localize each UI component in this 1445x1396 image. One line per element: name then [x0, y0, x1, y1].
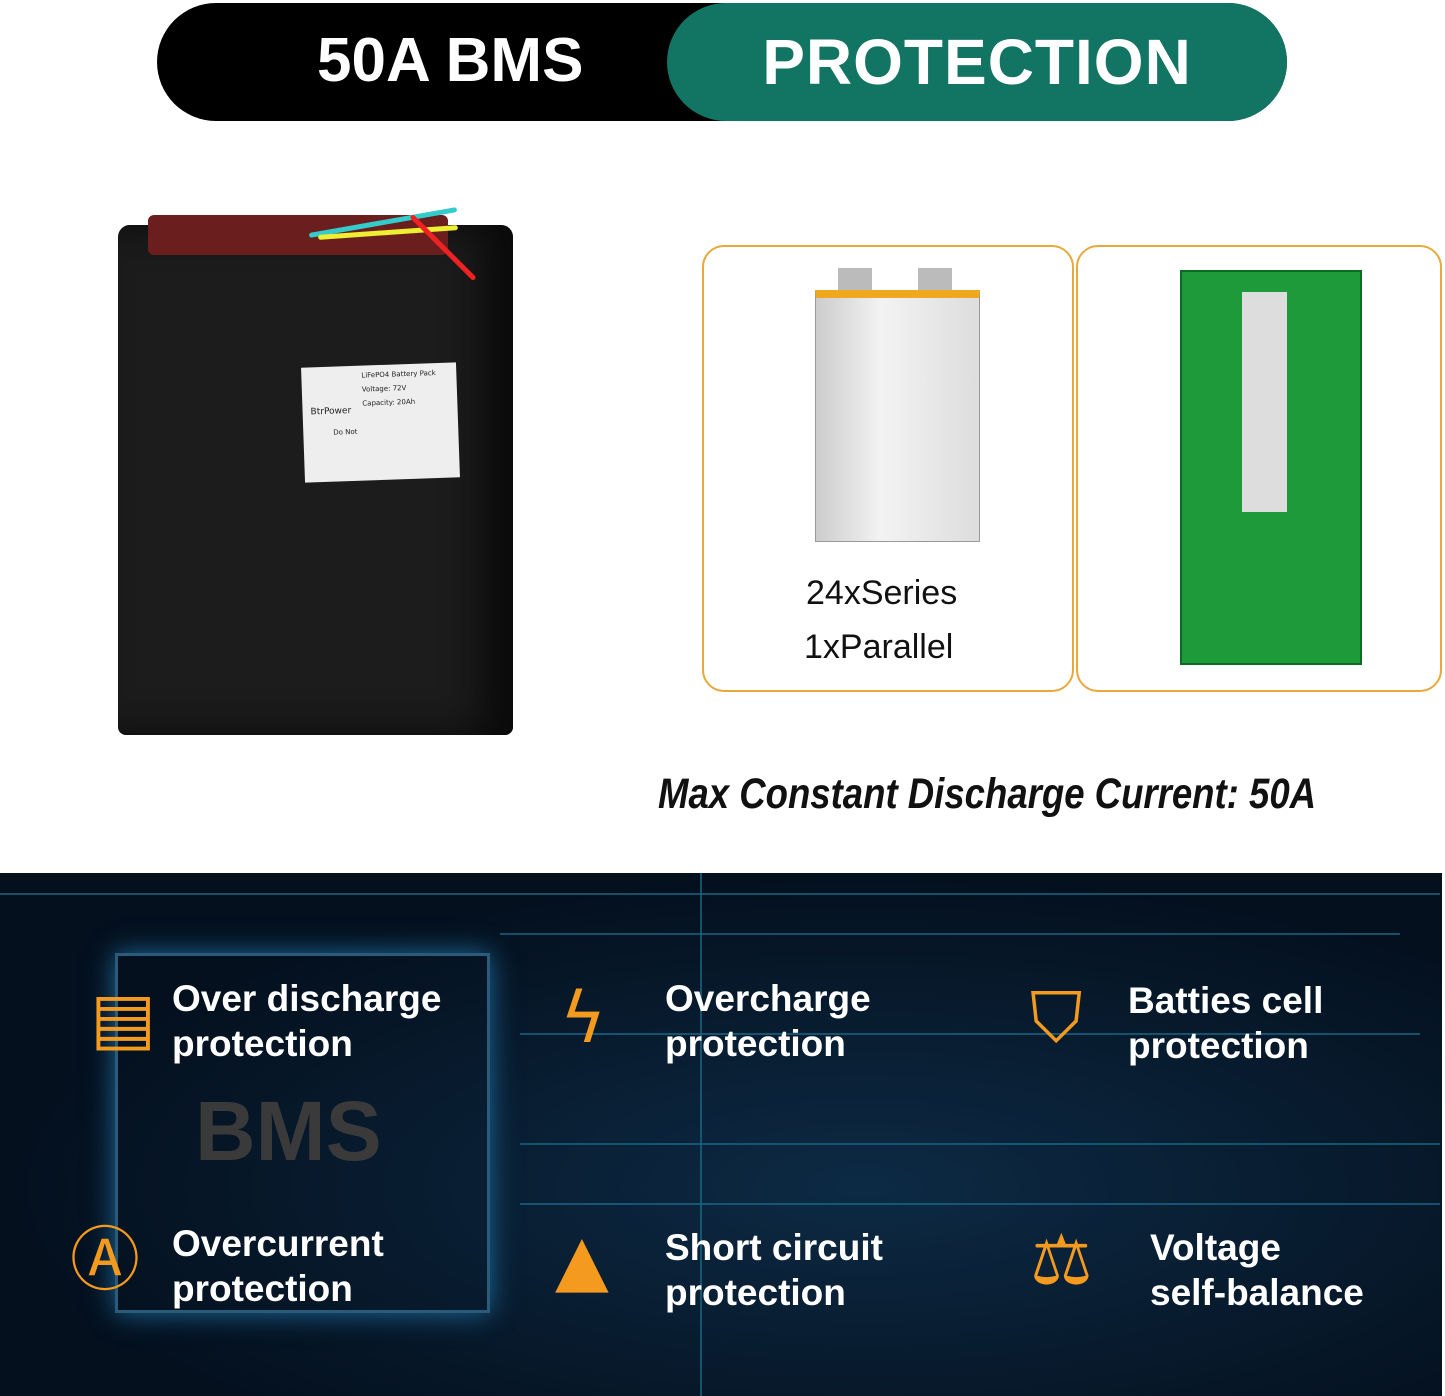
bms-watermark: BMS: [195, 1084, 382, 1178]
label-warning: Do Not: [333, 427, 358, 437]
warning-bolt-icon: ▲: [555, 1219, 609, 1301]
battery-label: BtrPower LiFePO4 Battery Pack Voltage: 7…: [301, 362, 460, 483]
battery-level-icon: ▤: [90, 977, 157, 1059]
bms-board-image: [1180, 270, 1362, 665]
title-banner: 50A BMS PROTECTION: [157, 3, 1287, 121]
ampere-icon: Ⓐ: [70, 1219, 140, 1301]
max-current-text: Max Constant Discharge Current: 50A: [658, 770, 1317, 818]
battery-pack-image: BtrPower LiFePO4 Battery Pack Voltage: 7…: [118, 207, 513, 735]
banner-left-text: 50A BMS: [317, 26, 584, 95]
battery-bolt-icon: ϟ: [560, 977, 607, 1059]
parallel-text: 1xParallel: [804, 628, 954, 666]
series-text: 24xSeries: [806, 574, 958, 612]
chip-graphic: [115, 953, 490, 1313]
label-capacity: Capacity: 20Ah: [362, 397, 416, 408]
banner-right-text: PROTECTION: [667, 3, 1287, 121]
brand-text: BtrPower: [310, 406, 352, 418]
pouch-cell-image: [815, 290, 980, 542]
label-voltage: Voltage: 72V: [361, 384, 407, 394]
shield-bolt-icon: ⛉: [1030, 977, 1083, 1059]
balance-scale-icon: ⚖: [1030, 1219, 1093, 1301]
label-title: LiFePO4 Battery Pack: [361, 369, 436, 380]
